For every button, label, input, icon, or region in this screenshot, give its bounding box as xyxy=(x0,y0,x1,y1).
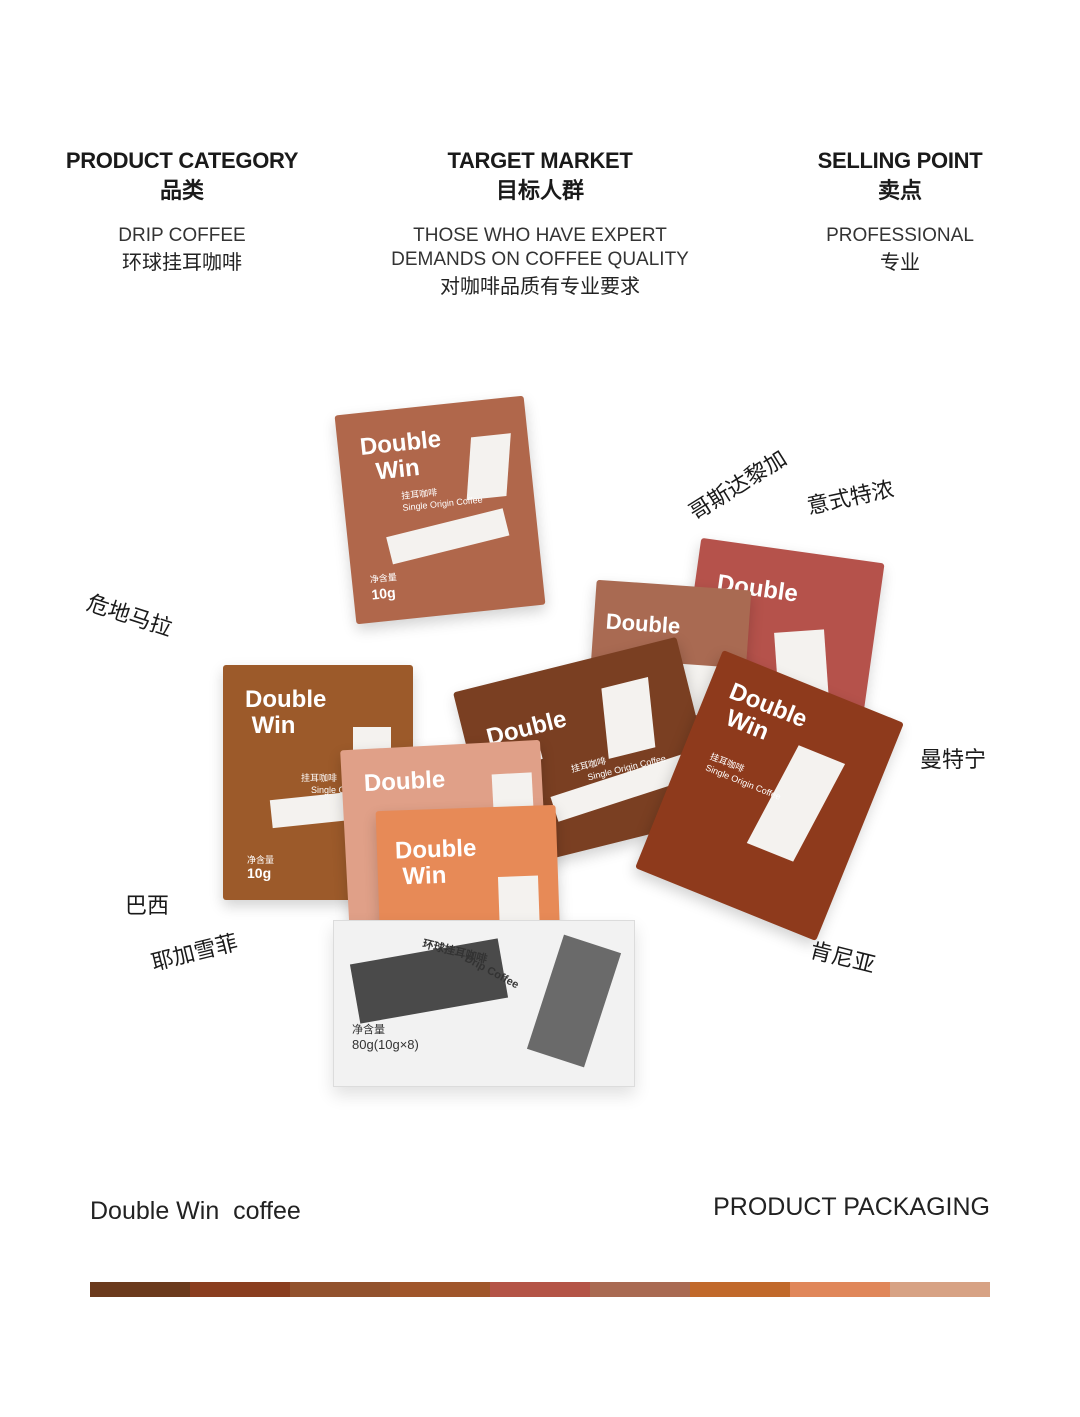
product-category-desc-en: DRIP COFFEE xyxy=(118,225,246,246)
product-category-desc-zh: 环球挂耳咖啡 xyxy=(122,252,242,274)
palette-swatch-2 xyxy=(190,1282,290,1297)
pouch-top-cutout-band xyxy=(386,508,510,565)
footer-brand: Double Win coffee xyxy=(90,1197,301,1225)
pouch-top-cutout xyxy=(466,433,511,501)
target-market-desc-zh: 对咖啡品质有专业要求 xyxy=(440,276,640,298)
palette-swatch-7 xyxy=(690,1282,790,1297)
product-category-column: PRODUCT CATEGORY 品类 DRIP COFFEE 环球挂耳咖啡 xyxy=(60,146,304,278)
palette-swatch-6 xyxy=(590,1282,690,1297)
pouch-left-zh: 挂耳咖啡 xyxy=(301,773,338,783)
selling-point-title-en: SELLING POINT xyxy=(817,148,983,173)
pouch-middle-cutout xyxy=(601,676,656,759)
selling-point-column: SELLING POINT 卖点 PROFESSIONAL 专业 xyxy=(800,146,1000,278)
palette-swatch-3 xyxy=(290,1282,390,1297)
pouch-peach-brand: Double xyxy=(363,765,446,798)
pouch-top-net-weight: 10g xyxy=(370,584,397,603)
origin-label-yirgacheffe: 耶加雪菲 xyxy=(148,929,241,976)
target-market-title-en: TARGET MARKET xyxy=(447,148,633,173)
pouch-right-cutout xyxy=(746,745,846,862)
target-market-desc-en: THOSE WHO HAVE EXPERT DEMANDS ON COFFEE … xyxy=(391,225,689,270)
footer-caption: PRODUCT PACKAGING xyxy=(713,1193,990,1221)
box-graphic-stroke xyxy=(526,934,622,1068)
pouch-left-net-weight: 10g xyxy=(247,865,272,881)
pouch-right-brand: Double Win xyxy=(721,677,812,746)
pouch-top: Double Win 挂耳咖啡 Single Origin Coffee 净含量… xyxy=(334,395,546,625)
selling-point-desc-zh: 专业 xyxy=(880,252,920,274)
selling-point-title-zh: 卖点 xyxy=(877,178,922,203)
color-palette-strip xyxy=(90,1282,990,1297)
palette-swatch-8 xyxy=(790,1282,890,1297)
target-market-column: TARGET MARKET 目标人群 THOSE WHO HAVE EXPERT… xyxy=(380,146,700,302)
target-market-title-zh: 目标人群 xyxy=(495,178,584,203)
origin-label-costa-rica: 哥斯达黎加 xyxy=(684,445,792,526)
product-category-title-en: PRODUCT CATEGORY xyxy=(65,148,299,173)
product-scene: 危地马拉 哥斯达黎加 意式特浓 曼特宁 巴西 耶加雪菲 肯尼亚 Double W… xyxy=(0,380,1080,1100)
palette-swatch-4 xyxy=(390,1282,490,1297)
box-net-label: 净含量 xyxy=(352,1024,385,1036)
pouch-back-brown-brand: Double xyxy=(604,608,682,639)
product-category-title-zh: 品类 xyxy=(159,178,204,203)
palette-swatch-1 xyxy=(90,1282,190,1297)
origin-label-brazil: 巴西 xyxy=(125,893,170,918)
origin-label-kenya: 肯尼亚 xyxy=(807,937,878,978)
pouch-left-brand: Double Win xyxy=(245,686,327,739)
pouch-front-orange-brand: Double Win xyxy=(394,834,477,891)
origin-label-mandheling: 曼特宁 xyxy=(920,747,987,772)
palette-swatch-9 xyxy=(890,1282,990,1297)
pouch-left-net-label: 净含量 xyxy=(247,855,275,865)
drip-coffee-box: 环球挂耳咖啡 Drip Coffee 净含量 80g(10g×8) xyxy=(333,920,635,1087)
origin-label-guatemala: 危地马拉 xyxy=(83,589,176,641)
pouch-top-brand: Double Win xyxy=(358,425,443,486)
origin-label-espresso: 意式特浓 xyxy=(804,476,896,519)
selling-point-desc-en: PROFESSIONAL xyxy=(826,225,974,246)
palette-swatch-5 xyxy=(490,1282,590,1297)
box-net-weight: 80g(10g×8) xyxy=(352,1037,419,1052)
